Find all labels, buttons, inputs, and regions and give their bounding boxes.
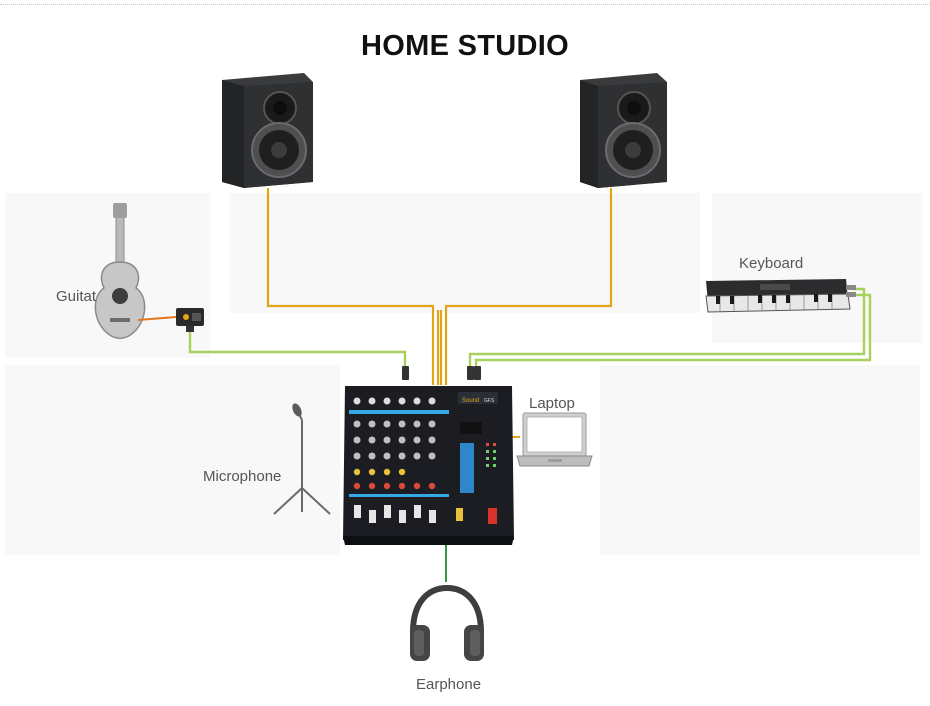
guitar-jack-cable (137, 316, 177, 321)
speaker-cables (266, 188, 613, 385)
keyboard-cable-left (468, 287, 866, 368)
keyboard-label: Keyboard (739, 255, 804, 272)
di-box-icon (176, 308, 204, 332)
laptop-icon (516, 412, 593, 467)
keyboard-cables (468, 287, 872, 368)
guitar-label: Guitat (56, 288, 97, 305)
earphone-label: Earphone (416, 676, 482, 693)
microphone-panel (5, 365, 340, 555)
keyboard-icon (705, 279, 856, 313)
guitar-cable (188, 330, 407, 368)
laptop-panel (600, 365, 920, 555)
mixer-brand-mark: Sound (462, 398, 479, 404)
microphone-label: Microphone (203, 468, 282, 485)
right-speaker (580, 73, 667, 188)
left-speaker (222, 73, 313, 188)
mixer-model-mark: GFS (484, 398, 495, 404)
mixer-icon (343, 386, 514, 545)
center-panel (230, 193, 700, 313)
guitar-icon (94, 203, 146, 339)
diagram-title: HOME STUDIO (361, 30, 569, 62)
guitar-cable-path (188, 330, 407, 368)
keyboard-cable-right (474, 293, 872, 368)
keyboard-panel (712, 193, 922, 343)
top-divider (0, 4, 930, 5)
microphone-head (292, 403, 302, 417)
headphones-icon (410, 584, 484, 661)
right-speaker-cable (444, 188, 613, 385)
left-speaker-cable (266, 188, 435, 385)
input-plugs (402, 366, 481, 380)
laptop-label: Laptop (529, 395, 575, 412)
